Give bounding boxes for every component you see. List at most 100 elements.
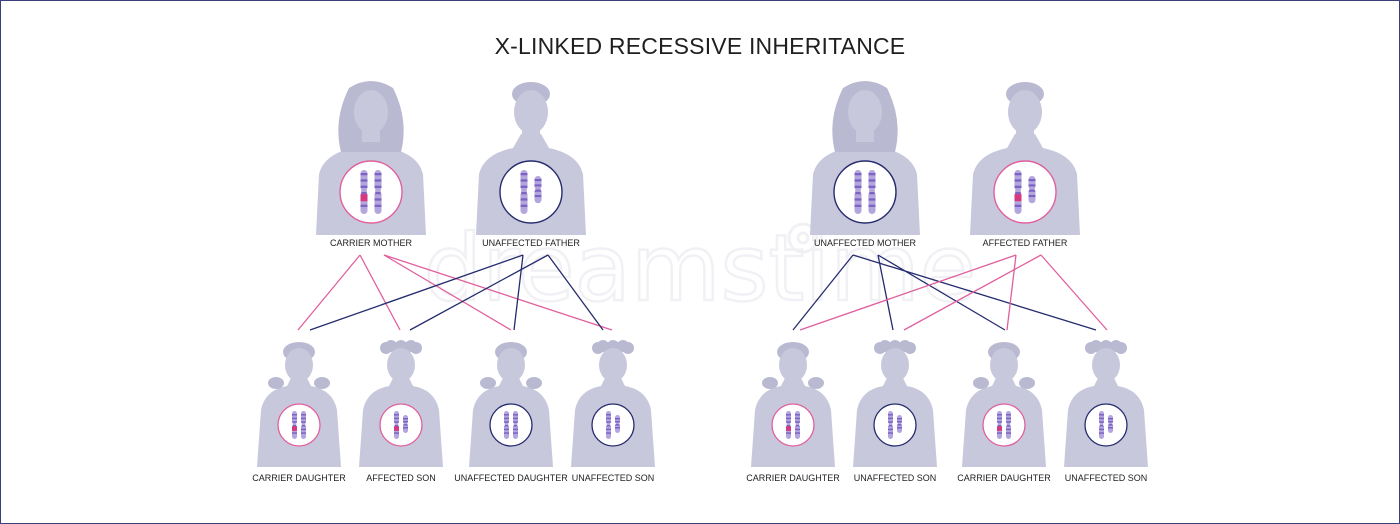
pigtail — [314, 377, 330, 389]
chromosome-band — [513, 414, 518, 416]
chromosome-band — [606, 425, 611, 427]
chromosome-band — [504, 414, 509, 416]
chromosome-band — [786, 417, 791, 420]
chromosome-band — [534, 179, 542, 182]
line-father-to-unaffected-son — [547, 254, 604, 331]
chromosome-band — [1099, 428, 1104, 431]
chromosome-band — [504, 425, 509, 427]
curly-hair — [622, 342, 634, 354]
line-father-to-carrier-daughter — [799, 254, 1017, 331]
line-father-to-unaffected-son-2 — [1040, 254, 1108, 331]
child-label-left-3: UNAFFECTED DAUGHTER — [454, 473, 568, 483]
chromosome-band — [360, 173, 368, 176]
chromosome — [1098, 411, 1105, 439]
chromosome-band — [615, 421, 620, 423]
parent-label-left-mother: CARRIER MOTHER — [330, 238, 413, 248]
line-mother-to-carrier-daughter-2 — [877, 254, 1006, 331]
line-mother-to-affected-son — [359, 254, 401, 331]
chromosome-band — [1014, 204, 1022, 207]
left-parent-female — [316, 81, 426, 235]
chromosome-ring — [489, 403, 533, 447]
chromosome — [785, 411, 792, 439]
chromosome-band — [1028, 179, 1036, 182]
line-mother-to-carrier-daughter — [297, 254, 361, 331]
chromosome-band — [513, 421, 518, 423]
mutation-band — [394, 426, 399, 431]
mutation-band — [997, 426, 1002, 431]
chromosome — [520, 170, 528, 214]
chromosome-band — [513, 417, 518, 420]
line-father-to-unaffected-daughter — [513, 254, 524, 331]
chromosome-band — [854, 173, 862, 176]
chromosome-band — [795, 425, 800, 427]
chromosome — [503, 411, 510, 439]
left-parent-male — [476, 82, 586, 235]
chromosome — [393, 411, 400, 439]
left-child-2 — [359, 340, 443, 467]
chromosome-band — [795, 414, 800, 416]
chromosome-band — [854, 204, 862, 207]
chromosome — [291, 411, 298, 439]
chromosome-band — [897, 427, 902, 429]
chromosome-ring — [833, 160, 897, 224]
chromosome-band — [360, 185, 368, 188]
chromosome — [887, 411, 894, 439]
chromosome-band — [897, 424, 902, 426]
chromosome-band — [394, 432, 399, 434]
chromosome — [512, 411, 519, 439]
chromosome-band — [374, 198, 382, 201]
chromosome-band — [394, 417, 399, 420]
chromosome-band — [520, 204, 528, 207]
chromosome-band — [1099, 421, 1104, 423]
chromosome-band — [854, 185, 862, 188]
chromosome — [360, 170, 368, 214]
chromosome-band — [403, 424, 408, 426]
chromosome-band — [1028, 184, 1036, 187]
chromosome-ring — [982, 403, 1026, 447]
left-inheritance-lines — [297, 254, 613, 331]
left-labels: CARRIER MOTHER UNAFFECTED FATHER CARRIER… — [252, 238, 654, 483]
chromosome — [868, 170, 876, 214]
chromosome-band — [606, 421, 611, 423]
chromosome-band — [888, 414, 893, 416]
chromosome-band — [1108, 418, 1113, 420]
pigtail — [526, 377, 542, 389]
chromosome-ring — [499, 160, 563, 224]
head-silhouette — [848, 90, 882, 134]
chromosome-band — [997, 414, 1002, 416]
chromosome-band — [615, 418, 620, 420]
chromosome-band — [403, 427, 408, 429]
line-father-to-affected-son — [409, 254, 549, 331]
chromosome — [374, 170, 382, 214]
head-silhouette — [514, 90, 548, 134]
head-silhouette — [354, 90, 388, 134]
head-silhouette — [881, 348, 909, 382]
line-father-to-carrier-daughter-2 — [1006, 254, 1017, 331]
chromosome-band — [1014, 192, 1022, 195]
chromosome-band — [1006, 417, 1011, 420]
curly-hair — [1115, 342, 1127, 354]
parent-label-right-mother: UNAFFECTED MOTHER — [814, 238, 916, 248]
chromosome-ring — [873, 403, 917, 447]
chromosome — [1107, 415, 1114, 433]
chromosome-band — [1006, 421, 1011, 423]
chromosome-band — [854, 198, 862, 201]
chromosome-band — [615, 424, 620, 426]
chromosome-band — [888, 428, 893, 431]
head-silhouette — [990, 348, 1018, 382]
chromosome — [794, 411, 801, 439]
chromosome-band — [997, 425, 1002, 427]
chromosome-band — [868, 204, 876, 207]
right-parent-male — [970, 82, 1080, 235]
line-mother-to-unaffected-son — [383, 254, 613, 331]
chromosome-band — [897, 421, 902, 423]
chromosome-band — [1099, 417, 1104, 420]
chromosome — [402, 415, 409, 433]
curly-hair — [904, 342, 916, 354]
chromosome-band — [1108, 421, 1113, 423]
chromosome-band — [520, 192, 528, 195]
chromosome-band — [997, 421, 1002, 423]
chromosome-band — [1006, 414, 1011, 416]
chromosome — [300, 411, 307, 439]
